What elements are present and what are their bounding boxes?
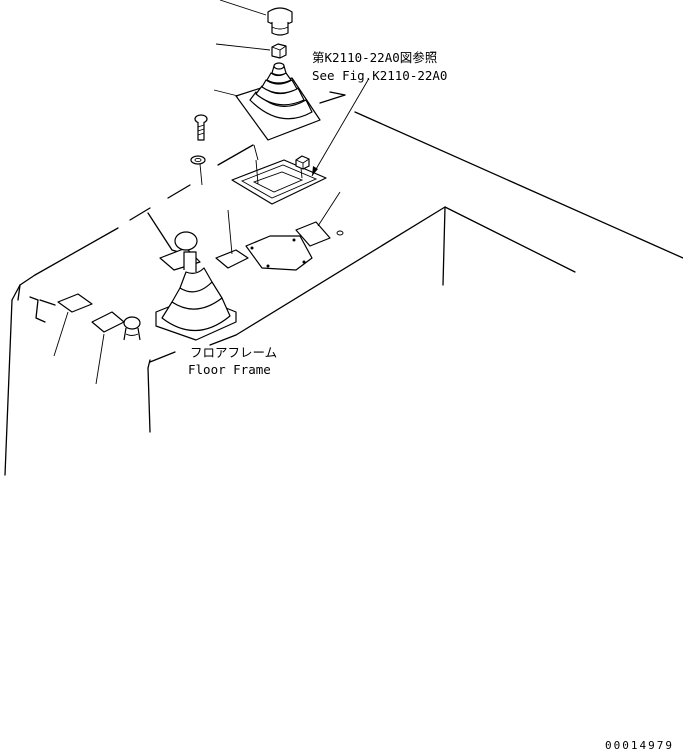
drawing-number-label: 00014979 [605,739,674,750]
rubber-boot-part [235,62,321,141]
reference-arrow [311,79,369,177]
leader-nut [215,43,271,51]
pad-part-b [215,249,249,269]
leader-small-a [53,311,69,357]
reference-jp-label: 第K2110-22A0図参照 [312,50,437,65]
knob-part [123,316,141,341]
leader-small-b [95,333,105,385]
floor-frame-outline [4,91,683,476]
small-pad-b [91,311,125,333]
small-pad-a [57,293,93,313]
leader-plate [253,144,259,161]
floor-frame-en-label: Floor Frame [188,362,271,377]
leader-pad-a [317,191,341,227]
control-lever-part [155,231,237,341]
gasket-part [245,235,313,271]
nut-part [271,43,287,59]
rivet-mark [336,230,344,236]
leader-bolt [219,0,267,16]
washer-part [190,155,206,165]
leader-washer [199,163,203,186]
floor-frame-jp-label: フロアフレーム [190,345,277,360]
leader-boot [213,89,239,97]
reference-en-label: See Fig.K2110-22A0 [312,68,447,83]
pad-part-a [295,221,331,247]
cover-plate-part [231,155,327,205]
bolt-part [267,7,293,36]
leader-pad-b [227,209,233,255]
screw-part [194,114,208,141]
